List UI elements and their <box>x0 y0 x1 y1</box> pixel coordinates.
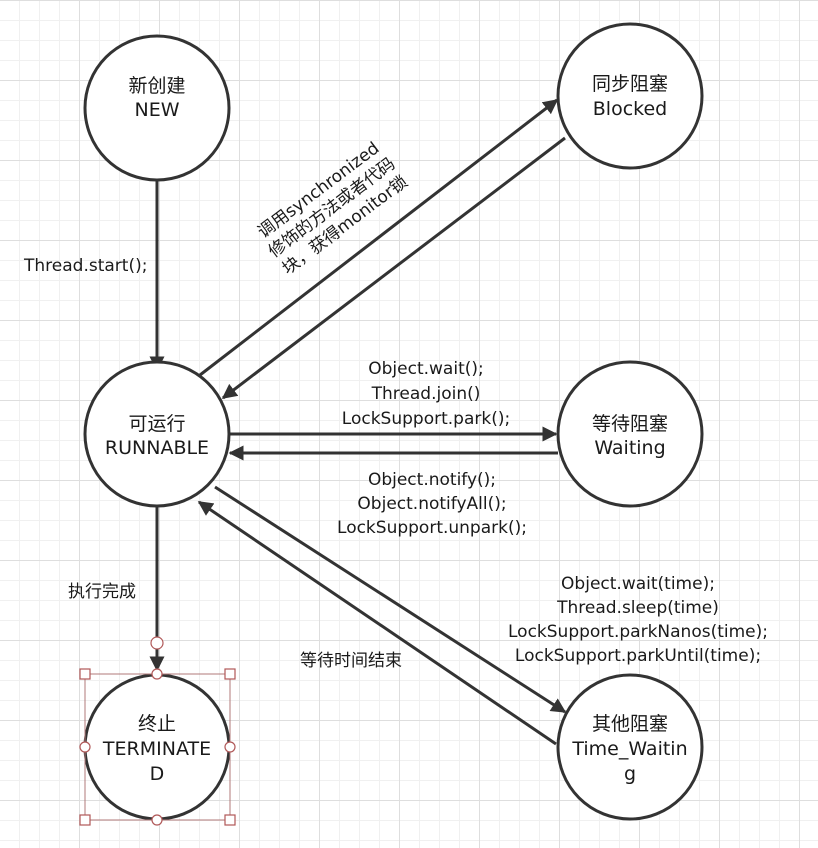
selection-overlay[interactable] <box>79 636 236 826</box>
resize-handle-bottom-left[interactable] <box>79 814 91 826</box>
edge-label-from-time-waiting: 等待时间结束 <box>300 651 402 671</box>
resize-handle-bottom[interactable] <box>151 814 163 826</box>
edge-label-to-waiting-line1: Object.wait(); <box>368 359 483 379</box>
state-new[interactable]: 新创建 NEW <box>83 34 231 182</box>
state-runnable-sublabel: RUNNABLE <box>105 437 209 459</box>
state-blocked-label: 同步阻塞 <box>592 73 668 95</box>
edge-runnable-to-time-waiting[interactable] <box>214 485 567 714</box>
edge-label-from-waiting-line3: LockSupport.unpark(); <box>337 518 527 538</box>
state-runnable[interactable]: 可运行 RUNNABLE <box>83 360 231 508</box>
state-runnable-label: 可运行 <box>128 413 185 435</box>
edge-label-to-time-waiting-line1: Object.wait(time); <box>561 574 715 594</box>
state-blocked[interactable]: 同步阻塞 Blocked <box>556 22 704 170</box>
resize-handle-bottom-right[interactable] <box>224 814 236 826</box>
state-blocked-sublabel: Blocked <box>593 98 667 120</box>
resize-handle-right[interactable] <box>224 741 236 753</box>
resize-handle-left[interactable] <box>79 741 91 753</box>
state-time-waiting-sublabel-wrap: g <box>624 763 636 785</box>
state-terminated[interactable]: 终止 TERMINATE D <box>83 673 231 821</box>
edge-label-from-waiting-line1: Object.notify(); <box>368 470 496 490</box>
state-waiting-label: 等待阻塞 <box>592 413 668 435</box>
state-time-waiting-sublabel: Time_Waitin <box>571 738 687 760</box>
edge-label-to-time-waiting-line3: LockSupport.parkNanos(time); <box>508 622 768 642</box>
edge-runnable-to-blocked[interactable] <box>199 98 559 377</box>
state-terminated-sublabel: TERMINATE <box>102 738 211 760</box>
edge-label-to-blocked: 调用synchronized 修饰的方法或者代码 块，获得monitor锁 <box>254 138 412 279</box>
edge-label-start: Thread.start(); <box>23 256 147 276</box>
edge-blocked-to-runnable[interactable] <box>221 136 566 400</box>
state-new-sublabel: NEW <box>134 99 179 121</box>
edge-label-to-waiting-line3: LockSupport.park(); <box>342 409 510 429</box>
edge-label-to-waiting-line2: Thread.join() <box>371 384 481 404</box>
state-new-label: 新创建 <box>128 75 185 97</box>
resize-handle-top[interactable] <box>151 668 163 680</box>
state-waiting[interactable]: 等待阻塞 Waiting <box>556 360 704 508</box>
state-waiting-sublabel: Waiting <box>594 437 665 459</box>
resize-handle-top-right[interactable] <box>224 668 236 680</box>
state-terminated-sublabel-wrap: D <box>150 763 165 785</box>
state-time-waiting-label: 其他阻塞 <box>592 713 668 735</box>
edge-label-to-terminated: 执行完成 <box>68 582 136 602</box>
resize-handle-top-left[interactable] <box>79 668 91 680</box>
state-terminated-label: 终止 <box>138 713 176 735</box>
edge-time-waiting-to-runnable[interactable] <box>197 500 557 746</box>
edge-label-to-time-waiting-line4: LockSupport.parkUntil(time); <box>515 646 761 666</box>
connection-point-handle[interactable] <box>150 636 164 650</box>
state-time-waiting[interactable]: 其他阻塞 Time_Waitin g <box>556 673 704 821</box>
edge-label-from-waiting-line2: Object.notifyAll(); <box>357 494 506 514</box>
edge-label-to-time-waiting-line2: Thread.sleep(time) <box>556 598 719 618</box>
